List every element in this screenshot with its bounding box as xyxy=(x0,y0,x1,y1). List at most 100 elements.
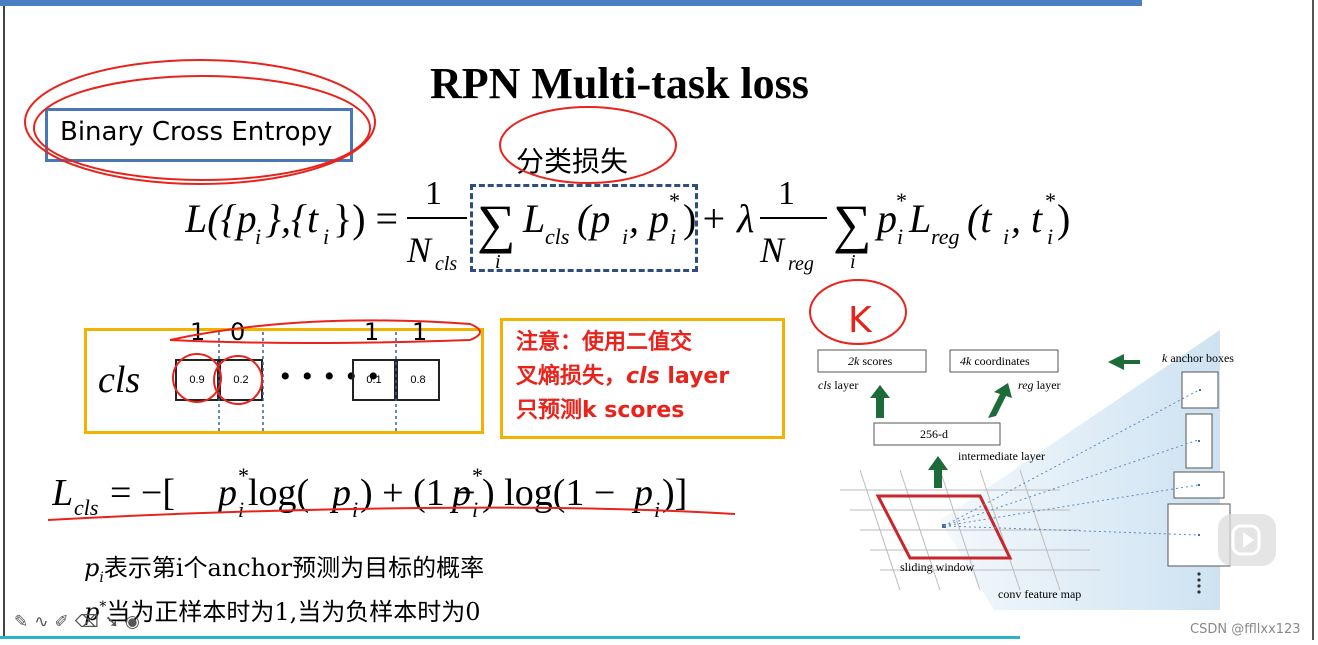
formula-one: 1 xyxy=(778,175,795,212)
formula-args: (p xyxy=(577,196,610,241)
formula-close: ) xyxy=(1057,196,1070,241)
formula-p: p xyxy=(449,472,471,514)
play-button[interactable] xyxy=(1218,514,1276,566)
formula-sub: reg xyxy=(788,253,814,275)
formula-lhs-end: }) = xyxy=(333,196,398,241)
desc-pi-star: p*当为正样本时为1,当为负样本时为0 xyxy=(84,598,481,626)
bce-box xyxy=(45,108,353,162)
formula-star: * xyxy=(1045,188,1056,213)
formula-star: * xyxy=(896,188,907,213)
formula-p: p xyxy=(329,472,351,514)
formula-sub: cls xyxy=(545,224,569,249)
formula-star: * xyxy=(669,188,680,213)
formula-lhs-mid: },{t xyxy=(265,196,319,241)
record-icon[interactable]: ◉ xyxy=(125,612,146,632)
attention-note: 注意：使用二值交 叉熵损失，cls layer 只预测k scores xyxy=(516,326,729,428)
svg-text:intermediate layer: intermediate layer xyxy=(958,449,1045,463)
formula-args: (t xyxy=(967,196,992,241)
formula-log: log( xyxy=(248,472,309,514)
formula-close: ) xyxy=(683,196,696,241)
formula-sub: cls xyxy=(74,495,98,520)
right-border xyxy=(1312,0,1314,640)
pointer-icon[interactable]: ➘ xyxy=(104,612,126,632)
formula-p: p xyxy=(215,472,237,514)
formula-lambda: + λ xyxy=(700,196,754,241)
svg-text:conv feature map: conv feature map xyxy=(998,587,1081,601)
svg-text:256-d: 256-d xyxy=(920,427,948,441)
bottom-accent-bar xyxy=(0,636,1020,639)
formula-l: L xyxy=(908,196,931,241)
rpn-diagram: 2k scores 4k coordinates cls layer reg l… xyxy=(817,300,1234,610)
attention-frame xyxy=(500,318,785,439)
svg-text:k anchor boxes: k anchor boxes xyxy=(1162,351,1234,365)
sliding-window-box xyxy=(875,494,1013,560)
svg-text:reg layer: reg layer xyxy=(1018,378,1061,392)
formula-sub: reg xyxy=(931,224,960,249)
lcls-formula: L cls = −[ p i * log( p i ) + (1 − p i *… xyxy=(52,463,687,522)
coordinates-box xyxy=(949,349,1059,373)
sum-symbol: ∑ xyxy=(477,194,516,254)
formula-one: 1 xyxy=(425,175,442,212)
formula-sub: i xyxy=(897,224,903,249)
formula-args: , t xyxy=(1011,196,1043,241)
annotation-toolbar: ✎∿✐⌫➘◉ xyxy=(14,612,146,632)
formula-sub: i xyxy=(472,497,478,522)
formula-args: , p xyxy=(629,196,669,241)
cls-term-highlight xyxy=(470,184,698,272)
cls-label: cls xyxy=(98,359,141,401)
sum-symbol: ∑ xyxy=(833,194,872,254)
left-border xyxy=(3,6,5,636)
cls-dotted-guides xyxy=(218,332,397,434)
formula-star: * xyxy=(472,463,483,488)
formula-lhs: L({p xyxy=(185,196,257,241)
main-formula: L({p i },{t i }) = 1 N cls ∑ i L cls (p … xyxy=(185,175,1070,275)
cls-figure-frame xyxy=(84,328,484,434)
lasso-icon[interactable]: ∿ xyxy=(34,612,55,632)
formula-part: )] xyxy=(662,472,687,514)
formula-n: N xyxy=(759,230,786,270)
cls-ellipsis: • • • • • xyxy=(280,360,381,393)
cls-loss-note: 分类损失 xyxy=(516,145,629,178)
highlighter-icon[interactable]: ✐ xyxy=(54,612,75,632)
projection-beam xyxy=(940,330,1220,610)
formula-p: p xyxy=(874,196,897,241)
cls-gt-label: 0 xyxy=(230,318,246,346)
formula-sub: i xyxy=(1003,224,1009,249)
k-annotation: K xyxy=(848,300,873,341)
formula-sub: i xyxy=(238,497,244,522)
intermediate-box xyxy=(873,422,1001,446)
vertical-ellipsis xyxy=(1197,572,1201,594)
formula-sub: cls xyxy=(435,253,457,275)
formula-index: i xyxy=(495,251,501,273)
formula-sub: i xyxy=(323,224,329,249)
formula-index: i xyxy=(850,251,856,273)
formula-n: N xyxy=(406,230,433,270)
svg-text:sliding window: sliding window xyxy=(900,560,975,574)
formula-star: * xyxy=(238,463,249,488)
attention-line: 只预测k scores xyxy=(516,398,685,423)
cls-score-cell: 0.8 xyxy=(396,359,440,401)
svg-text:4k coordinates: 4k coordinates xyxy=(960,354,1030,368)
desc-pi: pi表示第i个anchor预测为目标的概率 xyxy=(84,554,485,586)
formula-p: p xyxy=(631,472,653,514)
formula-sub: i xyxy=(670,224,676,249)
eraser-icon[interactable]: ⌫ xyxy=(74,612,105,632)
formula-l: L xyxy=(522,196,545,241)
cls-gt-label: 1 xyxy=(190,318,206,346)
formula-sub: i xyxy=(622,224,628,249)
formula-sub: i xyxy=(1047,224,1053,249)
svg-text:2k scores: 2k scores xyxy=(848,354,893,368)
scores-box xyxy=(817,349,927,373)
bce-label: Binary Cross Entropy xyxy=(60,117,333,147)
slide-title: RPN Multi-task loss xyxy=(430,59,809,108)
cls-score-cell: 0.9 xyxy=(175,359,219,401)
attention-line: 叉熵损失，cls layer xyxy=(516,364,730,389)
attention-line: 注意：使用二值交 xyxy=(516,330,693,355)
top-accent-bar xyxy=(0,0,1142,6)
pen-icon[interactable]: ✎ xyxy=(14,612,35,632)
green-arrows xyxy=(870,354,1140,488)
cls-gt-label: 1 xyxy=(364,318,380,346)
formula-sub: i xyxy=(255,224,261,249)
cls-gt-label: 1 xyxy=(412,318,428,346)
